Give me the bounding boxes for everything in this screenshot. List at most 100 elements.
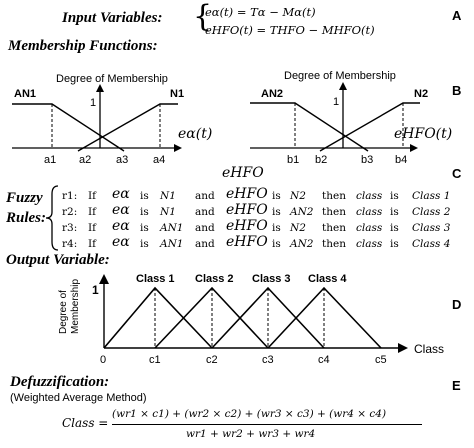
rule-val1: N1 (160, 206, 176, 218)
input-equation-hfo: eHFO(t) = THFO − MHFO(t) (205, 23, 375, 37)
rule-var1: eα (112, 186, 130, 202)
rule-and: and (195, 222, 215, 234)
rule-var1: eα (112, 202, 130, 218)
tick-b4: b4 (395, 154, 408, 166)
right-y-arrow (339, 82, 347, 90)
defuzz-lhs: Class = (62, 416, 109, 430)
rule-class-word: class (356, 222, 383, 234)
class2-label: Class 2 (195, 273, 234, 285)
rule-if: If (88, 222, 97, 234)
tick-c2: c2 (206, 354, 218, 366)
rule-val1: AN1 (160, 238, 184, 250)
rule-if: If (88, 190, 97, 202)
rule-is: is (272, 222, 281, 234)
rule-is: is (140, 206, 149, 218)
output-y-label-line1: Degree of (58, 290, 69, 334)
output-y-label: Degree of Membership (58, 279, 82, 334)
rule-if: If (88, 206, 97, 218)
right-x-arrow (410, 144, 418, 152)
rule-id: r2: (62, 206, 78, 218)
an1-curve (12, 103, 125, 152)
tick-a4: a4 (153, 154, 166, 166)
fuzzy-title-line2: Rules: (6, 210, 47, 226)
rule-and: and (195, 238, 215, 250)
rule-is: is (390, 190, 399, 202)
tick-a3: a3 (116, 154, 129, 166)
rule-val1: N1 (160, 190, 176, 202)
right-axis-title: Degree of Membership (284, 70, 396, 82)
rule-then: then (322, 190, 346, 202)
membership-functions-title: Membership Functions: (8, 38, 158, 54)
rules-brace (45, 185, 59, 251)
rule-var2: eHFO (226, 202, 268, 218)
tick-c4: c4 (318, 354, 330, 366)
right-set-an2: AN2 (261, 88, 284, 100)
defuzz-denominator: wr1 + wr2 + wr3 + wr4 (186, 428, 316, 440)
rule-and: and (195, 190, 215, 202)
class4-label: Class 4 (308, 273, 347, 285)
tick-c3: c3 (262, 354, 274, 366)
rule-val2: N2 (290, 190, 306, 202)
defuzz-fraction-bar (112, 424, 422, 425)
rule-output: Class 1 (412, 190, 451, 202)
left-x-arrow (174, 144, 182, 152)
panel-label-a: A (452, 8, 462, 23)
rule-var2: eHFO (226, 186, 268, 202)
rule-class-word: class (356, 190, 383, 202)
left-one-label: 1 (90, 97, 97, 109)
rule-then: then (322, 206, 346, 218)
input-variables-title: Input Variables: (62, 10, 163, 26)
left-set-an1: AN1 (14, 88, 37, 100)
rule-id: r3: (62, 222, 78, 234)
panel-label-b: B (452, 83, 462, 98)
tick-b3: b3 (361, 154, 374, 166)
rule-is: is (140, 222, 149, 234)
rule-is: is (390, 238, 399, 250)
input-brace: { (193, 0, 213, 34)
n1-curve (77, 103, 178, 152)
tick-b1: b1 (287, 154, 300, 166)
rule-var1: eα (112, 234, 130, 250)
output-plot (99, 274, 408, 353)
rule-then: then (322, 238, 346, 250)
output-x-arrow (398, 343, 408, 353)
rule-is: is (390, 222, 399, 234)
right-set-n2: N2 (414, 88, 429, 100)
tick-0: 0 (100, 354, 107, 366)
rule-output: Class 4 (412, 238, 451, 250)
rule-is: is (272, 190, 281, 202)
hfo-variable-label: eHFO (222, 165, 264, 181)
class1-triangle (103, 286, 213, 349)
output-variable-title: Output Variable: (6, 252, 110, 268)
rule-and: and (195, 206, 215, 218)
rule-val2: AN2 (290, 238, 314, 250)
left-set-n1: N1 (170, 88, 185, 100)
rule-if: If (88, 238, 97, 250)
rule-output: Class 3 (412, 222, 451, 234)
panel-label-e: E (452, 378, 461, 393)
an2-curve (250, 102, 369, 152)
rule-is: is (272, 238, 281, 250)
defuzz-numerator: (wr1 × c1) + (wr2 × c2) + (wr3 × c3) + (… (112, 408, 387, 420)
left-x-variable: eα(t) (178, 126, 213, 142)
output-x-label: Class (414, 342, 445, 356)
membership-plot-right (250, 82, 420, 152)
rule-output: Class 2 (412, 206, 451, 218)
output-y-label-line2: Membership (70, 278, 81, 334)
right-one-label: 1 (333, 96, 340, 108)
rule-val2: AN2 (290, 206, 314, 218)
tick-c5: c5 (375, 354, 387, 366)
defuzzification-subtitle: (Weighted Average Method) (10, 392, 147, 404)
rule-then: then (322, 222, 346, 234)
left-y-arrow (96, 84, 104, 92)
output-one-label: 1 (92, 283, 99, 297)
class3-label: Class 3 (252, 273, 291, 285)
rule-is: is (140, 190, 149, 202)
panel-label-c: C (452, 166, 462, 181)
rule-val2: N2 (290, 222, 306, 234)
output-y-arrow (99, 274, 109, 284)
rule-is: is (140, 238, 149, 250)
input-equation-alpha: eα(t) = Tα − Mα(t) (205, 5, 316, 19)
rule-is: is (272, 206, 281, 218)
rule-id: r4: (62, 238, 78, 250)
